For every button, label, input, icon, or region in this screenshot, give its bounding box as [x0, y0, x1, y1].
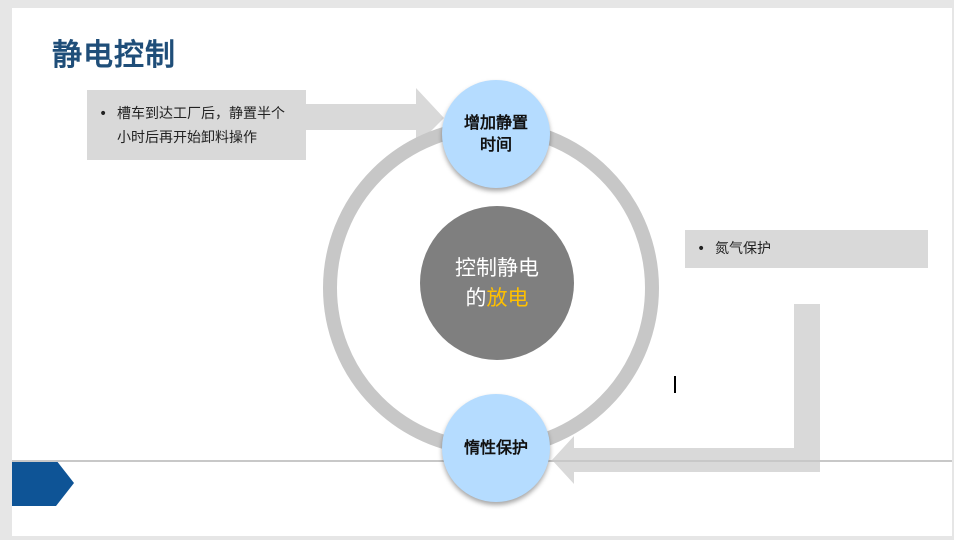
note-box-nitrogen[interactable]: • 氮气保护 — [685, 230, 928, 268]
note-box-rest[interactable]: • 槽车到达工厂后，静置半个小时后再开始卸料操作 — [87, 90, 306, 160]
blue-chevron — [12, 460, 74, 506]
slide-canvas[interactable]: 静电控制 控制静电 的放电 增加静置时间 惰性保护 • 槽车到达工厂后，静置半个… — [12, 8, 952, 536]
bullet-icon: • — [697, 241, 706, 257]
arrow-to-top-node[interactable] — [306, 88, 444, 146]
center-line1: 控制静电 — [455, 256, 539, 280]
elbow-arrow-to-bottom-node[interactable] — [552, 304, 820, 484]
node-inert-protection[interactable]: 惰性保护 — [442, 394, 550, 502]
node-increase-rest-time[interactable]: 增加静置时间 — [442, 80, 550, 188]
center-line2: 的放电 — [466, 283, 529, 313]
slide-title[interactable]: 静电控制 — [52, 38, 176, 73]
node-top-label: 增加静置时间 — [464, 113, 529, 154]
bullet-icon: • — [99, 106, 108, 122]
arrow-shapes — [12, 88, 820, 506]
center-line2-prefix: 的 — [465, 286, 487, 310]
note-nitrogen-text: 氮气保护 — [715, 241, 771, 257]
note-rest-text: 槽车到达工厂后，静置半个小时后再开始卸料操作 — [117, 106, 285, 146]
center-line2-highlight: 放电 — [486, 286, 529, 310]
text-cursor — [674, 376, 676, 393]
center-circle[interactable]: 控制静电 的放电 — [420, 206, 574, 360]
node-bottom-label: 惰性保护 — [464, 438, 529, 457]
